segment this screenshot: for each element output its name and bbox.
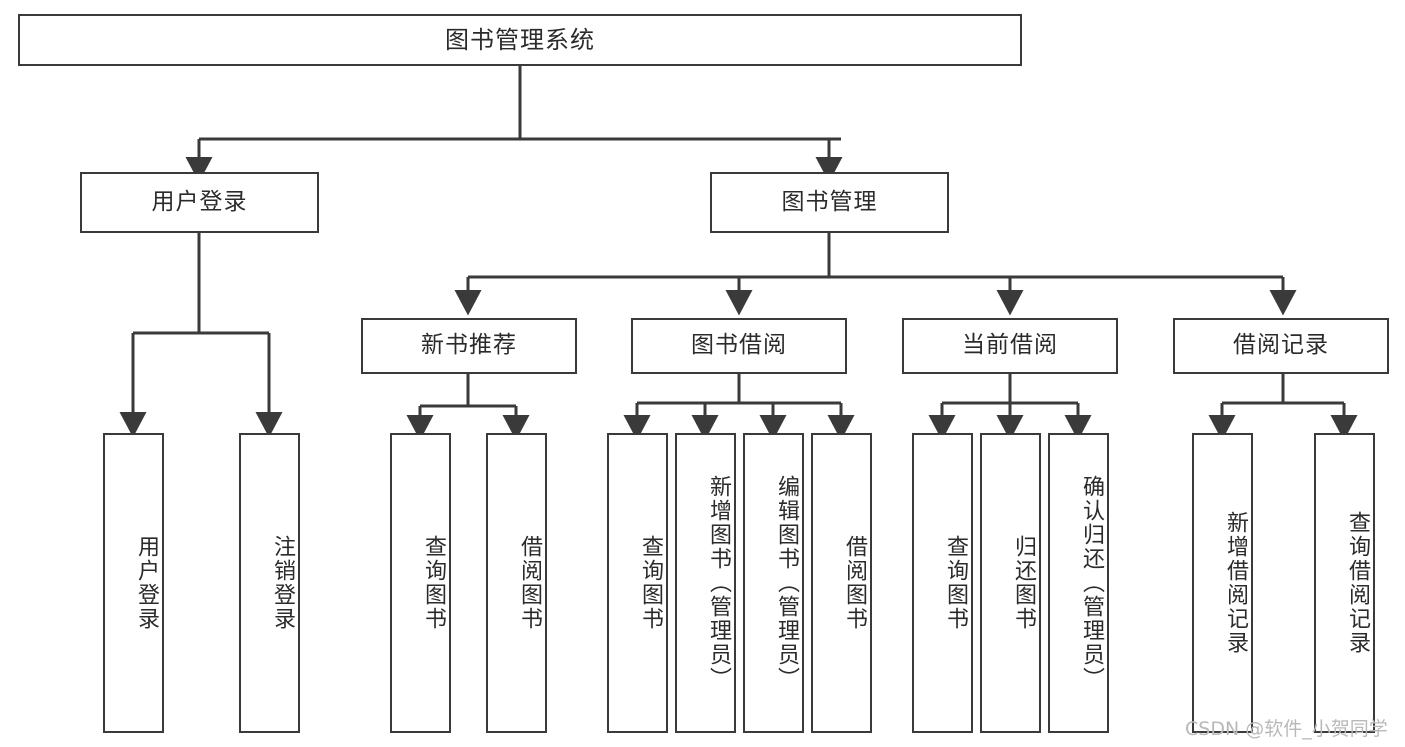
node-leaf-query-book-nb[interactable]: 查询图书 (390, 433, 451, 733)
node-leaf-query-book-bb-label: 查询图书 (638, 535, 663, 631)
node-leaf-add-book-admin-label: 新增图书（管理员） (706, 475, 731, 691)
node-leaf-query-book-cb-label: 查询图书 (943, 535, 968, 631)
node-leaf-query-book-nb-label: 查询图书 (421, 535, 446, 631)
node-root-label: 图书管理系统 (445, 25, 595, 54)
node-leaf-borrow-book-nb[interactable]: 借阅图书 (486, 433, 547, 733)
node-leaf-query-borrow-record-label: 查询借阅记录 (1345, 511, 1370, 655)
node-new-book-recommend-label: 新书推荐 (421, 332, 517, 359)
node-user-login[interactable]: 用户登录 (80, 172, 319, 233)
node-leaf-user-login-label: 用户登录 (134, 535, 159, 631)
node-leaf-confirm-return-admin-label: 确认归还（管理员） (1079, 475, 1104, 691)
watermark: CSDN @软件_小贺同学 (1185, 718, 1388, 740)
node-current-borrow[interactable]: 当前借阅 (902, 318, 1118, 374)
node-leaf-confirm-return-admin[interactable]: 确认归还（管理员） (1048, 433, 1109, 733)
node-leaf-user-login[interactable]: 用户登录 (103, 433, 164, 733)
node-new-book-recommend[interactable]: 新书推荐 (361, 318, 577, 374)
node-leaf-add-borrow-record-label: 新增借阅记录 (1223, 511, 1248, 655)
node-leaf-borrow-book-nb-label: 借阅图书 (517, 535, 542, 631)
node-leaf-query-book-bb[interactable]: 查询图书 (607, 433, 668, 733)
node-book-management-label: 图书管理 (781, 188, 878, 215)
node-leaf-borrow-book-bb-label: 借阅图书 (842, 535, 867, 631)
node-book-borrow[interactable]: 图书借阅 (631, 318, 847, 374)
node-leaf-borrow-book-bb[interactable]: 借阅图书 (811, 433, 872, 733)
node-root[interactable]: 图书管理系统 (18, 14, 1022, 66)
node-current-borrow-label: 当前借阅 (962, 332, 1058, 359)
node-borrow-record-label: 借阅记录 (1233, 332, 1329, 359)
node-borrow-record[interactable]: 借阅记录 (1173, 318, 1389, 374)
node-leaf-edit-book-admin[interactable]: 编辑图书（管理员） (743, 433, 804, 733)
node-leaf-logout-label: 注销登录 (270, 535, 295, 631)
node-leaf-return-book-label: 归还图书 (1011, 535, 1036, 631)
node-book-management[interactable]: 图书管理 (710, 172, 949, 233)
node-leaf-logout[interactable]: 注销登录 (239, 433, 300, 733)
node-leaf-query-borrow-record[interactable]: 查询借阅记录 (1314, 433, 1375, 733)
node-leaf-add-borrow-record[interactable]: 新增借阅记录 (1192, 433, 1253, 733)
node-book-borrow-label: 图书借阅 (691, 332, 787, 359)
node-leaf-return-book[interactable]: 归还图书 (980, 433, 1041, 733)
node-leaf-edit-book-admin-label: 编辑图书（管理员） (774, 475, 799, 691)
node-leaf-add-book-admin[interactable]: 新增图书（管理员） (675, 433, 736, 733)
node-leaf-query-book-cb[interactable]: 查询图书 (912, 433, 973, 733)
node-user-login-label: 用户登录 (151, 188, 248, 215)
